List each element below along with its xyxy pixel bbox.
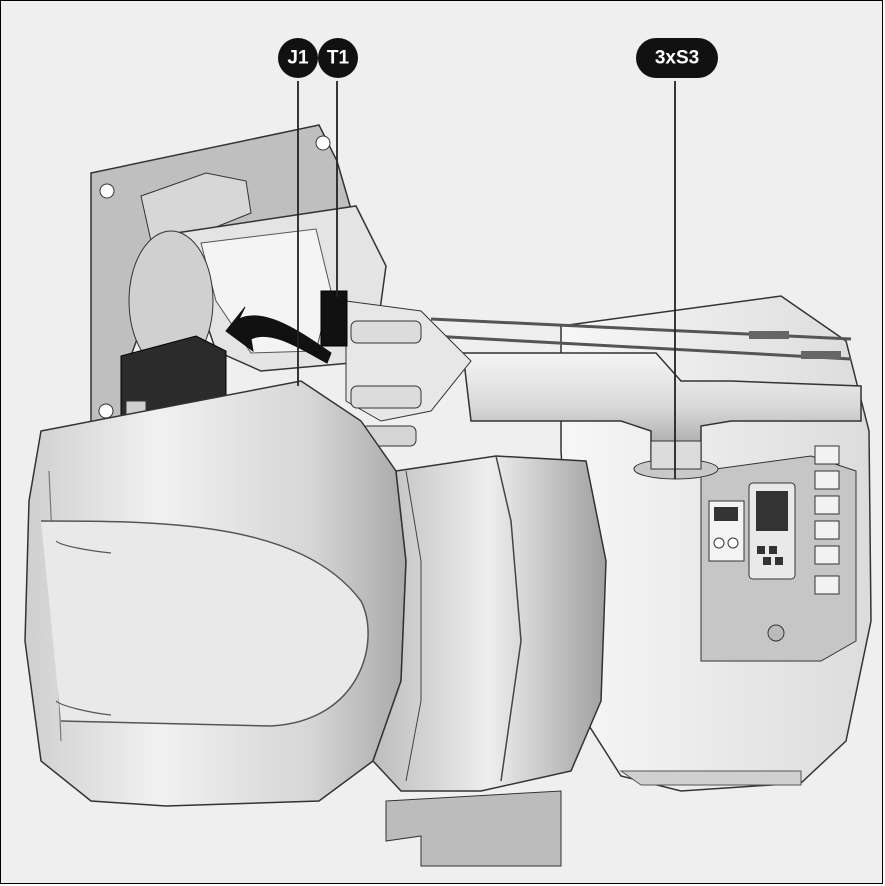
switch-column xyxy=(814,445,840,595)
component-t1 xyxy=(320,290,348,347)
gas-pipe-assembly xyxy=(345,300,862,480)
callout-3xs3-label: 3xS3 xyxy=(655,48,699,69)
front-casing xyxy=(24,380,607,867)
callout-3xs3: 3xS3 xyxy=(636,38,718,78)
callout-t1: T1 xyxy=(318,38,358,78)
callout-t1-label: T1 xyxy=(327,48,350,69)
rotation-arrow-icon xyxy=(225,306,332,364)
callout-j1: J1 xyxy=(278,38,318,78)
mounting-flange-plate xyxy=(90,124,354,473)
callout-j1-label: J1 xyxy=(287,48,309,69)
